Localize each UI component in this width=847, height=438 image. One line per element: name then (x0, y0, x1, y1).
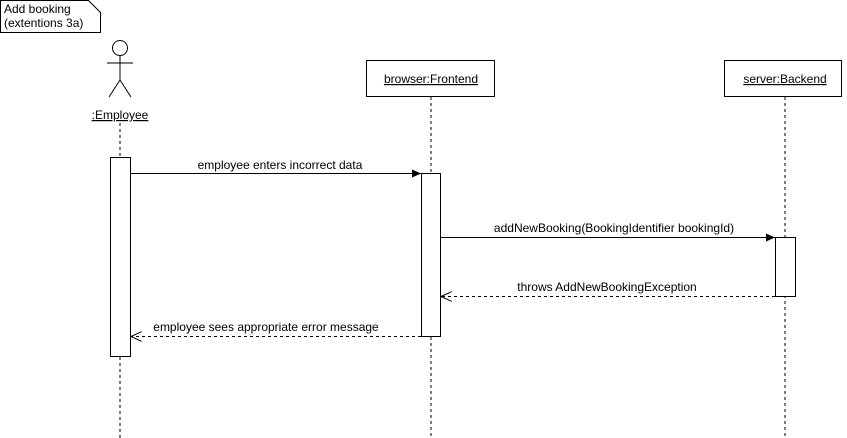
message-enters-data: employee enters incorrect data (131, 158, 421, 178)
activation-backend (775, 237, 796, 297)
message-add-new-booking: addNewBooking(BookingIdentifier bookingI… (441, 221, 775, 242)
activation-frontend (421, 173, 441, 337)
participant-frontend: browser:Frontend (366, 60, 495, 97)
frame-title-line1: Add booking (4, 2, 71, 16)
frame-tab-shape (0, 0, 101, 33)
message-enters-data-label: employee enters incorrect data (198, 158, 363, 172)
message-add-new-booking-label: addNewBooking(BookingIdentifier bookingI… (494, 221, 734, 235)
actor-employee: :Employee (92, 40, 149, 122)
participant-frontend-box (366, 60, 495, 97)
participant-backend: server:Backend (724, 60, 842, 97)
diagram-frame-tab: Add booking (extentions 3a) (0, 0, 101, 33)
message-sees-error: employee sees appropriate error message (131, 320, 421, 337)
message-throws-exception-label: throws AddNewBookingException (517, 280, 696, 294)
message-sees-error-label: employee sees appropriate error message (153, 320, 379, 334)
participant-backend-box (724, 60, 842, 97)
participant-backend-label: server:Backend (743, 72, 826, 86)
activation-employee (110, 157, 131, 357)
frame-title-line2: (extentions 3a) (4, 16, 83, 30)
actor-employee-label: :Employee (92, 108, 149, 122)
message-throws-exception: throws AddNewBookingException (441, 280, 775, 297)
stick-figure-icon (107, 40, 133, 98)
participant-frontend-label: browser:Frontend (384, 72, 478, 86)
